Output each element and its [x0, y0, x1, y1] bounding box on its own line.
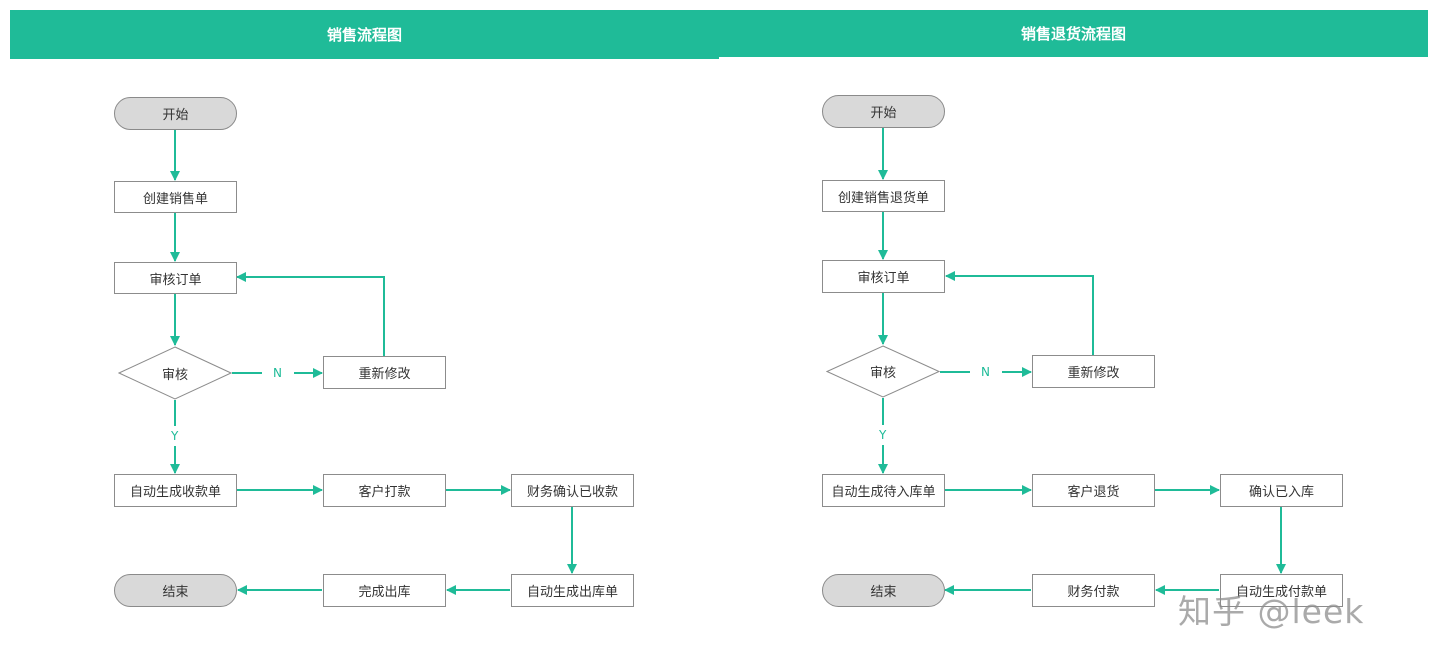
revise-node-r: 重新修改 — [1032, 355, 1155, 388]
no-branch-label-r: N — [977, 365, 994, 379]
finish-outbound-label: 完成出库 — [358, 585, 411, 600]
yes-branch-label-r: Y — [875, 428, 891, 442]
end-node: 结束 — [114, 574, 237, 607]
review-decision-node-r: 审核 — [826, 345, 940, 398]
review-order-label: 审核订单 — [149, 272, 202, 288]
confirm-inbound-node: 确认已入库 — [1220, 474, 1343, 507]
end-label: 结束 — [162, 585, 189, 600]
revise-label-r: 重新修改 — [1067, 366, 1120, 381]
review-decision-label-r: 审核 — [869, 366, 896, 381]
create-sales-order-label: 创建销售单 — [142, 191, 208, 207]
customer-return-node: 客户退货 — [1032, 474, 1155, 507]
edge-revise-back-to-review-r — [945, 271, 1094, 355]
auto-inbound-label: 自动生成待入库单 — [831, 485, 936, 500]
start-node-r: 开始 — [822, 95, 945, 128]
end-node-r: 结束 — [822, 574, 945, 607]
auto-receipt-node: 自动生成收款单 — [114, 474, 237, 507]
finish-outbound-node: 完成出库 — [323, 574, 446, 607]
auto-inbound-node: 自动生成待入库单 — [822, 474, 945, 507]
yes-branch-label: Y — [167, 429, 183, 443]
finance-payment-node: 财务付款 — [1032, 574, 1155, 607]
finance-payment-label: 财务付款 — [1067, 585, 1120, 600]
end-label-r: 结束 — [870, 585, 897, 600]
review-order-label-r: 审核订单 — [857, 271, 910, 286]
no-branch-label: N — [269, 366, 286, 380]
review-order-node: 审核订单 — [114, 262, 237, 294]
decision-diamond-shape-r — [826, 345, 940, 398]
zhihu-watermark: 知乎 @leek — [1178, 592, 1365, 631]
revise-node: 重新修改 — [323, 356, 446, 389]
sales-return-flow-title-banner: 销售退货流程图 — [719, 10, 1428, 57]
customer-payment-label: 客户打款 — [358, 485, 411, 500]
sales-flow-title-banner: 销售流程图 — [10, 10, 719, 59]
customer-return-label: 客户退货 — [1067, 485, 1120, 500]
auto-payment-node: 自动生成付款单 — [1220, 574, 1343, 607]
customer-payment-node: 客户打款 — [323, 474, 446, 507]
review-order-node-r: 审核订单 — [822, 260, 945, 293]
review-decision-label: 审核 — [161, 367, 188, 383]
create-return-order-label: 创建销售退货单 — [837, 190, 929, 206]
auto-outbound-node: 自动生成出库单 — [511, 574, 634, 607]
auto-receipt-label: 自动生成收款单 — [129, 485, 221, 500]
confirm-inbound-label: 确认已入库 — [1248, 485, 1314, 500]
sales-flow-title: 销售流程图 — [326, 26, 402, 44]
finance-confirm-label: 财务确认已收款 — [526, 485, 618, 500]
auto-outbound-label: 自动生成出库单 — [526, 585, 618, 600]
review-decision-node: 审核 — [118, 346, 232, 400]
start-node: 开始 — [114, 97, 237, 130]
auto-payment-label: 自动生成付款单 — [1235, 585, 1327, 600]
finance-confirm-node: 财务确认已收款 — [511, 474, 634, 507]
revise-label: 重新修改 — [358, 367, 411, 382]
edge-revise-back-to-review — [236, 272, 385, 357]
decision-diamond-shape — [118, 346, 232, 400]
start-label-r: 开始 — [870, 106, 897, 121]
create-sales-order-node: 创建销售单 — [114, 181, 237, 213]
sales-return-flow-title: 销售退货流程图 — [1020, 25, 1126, 43]
create-return-order-node: 创建销售退货单 — [822, 180, 945, 212]
start-label: 开始 — [162, 108, 189, 123]
